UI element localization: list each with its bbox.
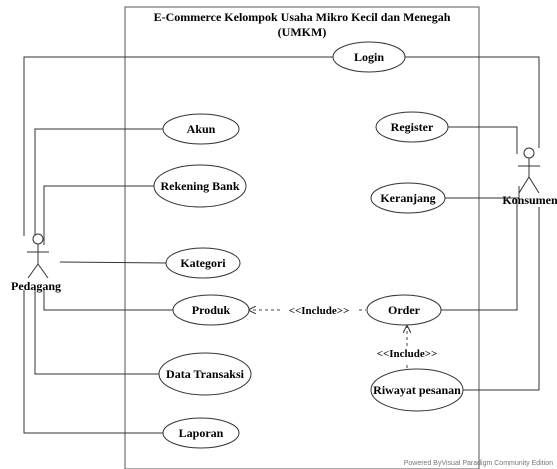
use-case-register[interactable]: Register: [375, 111, 449, 143]
assoc-pedagang-rekening: [43, 185, 154, 245]
use-case-akun-label: Akun: [187, 122, 216, 136]
assoc-pedagang-akun: [34, 128, 163, 241]
assoc-konsumen-keranjang: [445, 186, 520, 199]
use-case-rekening-bank[interactable]: Rekening Bank: [153, 164, 247, 208]
assoc-konsumen-register: [448, 126, 518, 154]
actor-pedagang-head-icon: [32, 233, 44, 245]
system-boundary: [124, 6, 480, 469]
use-case-akun[interactable]: Akun: [162, 113, 240, 145]
use-case-login-label: Login: [354, 50, 384, 64]
actor-konsumen[interactable]: [518, 147, 540, 194]
use-case-order[interactable]: Order: [366, 294, 442, 326]
assoc-pedagang-login: [23, 56, 333, 236]
assoc-konsumen-order: [441, 199, 518, 311]
use-case-kategori[interactable]: Kategori: [165, 247, 241, 279]
include-label-order-produk: <<Include>>: [289, 305, 350, 317]
use-case-keranjang-label: Keranjang: [380, 191, 435, 205]
assoc-pedagang-transaksi: [34, 289, 159, 375]
actor-pedagang[interactable]: [27, 233, 49, 279]
use-case-riwayat-pesanan[interactable]: Riwayat pesanan: [370, 368, 464, 412]
use-case-laporan-label: Laporan: [179, 426, 224, 440]
include-label-riwayat-order: <<Include>>: [377, 348, 438, 360]
system-title: E-Commerce Kelompok Usaha Mikro Kecil da…: [154, 10, 451, 24]
use-case-order-label: Order: [388, 303, 421, 317]
actor-konsumen-head-icon: [523, 147, 535, 159]
use-case-rekening-bank-label: Rekening Bank: [160, 179, 239, 193]
konsumen-associations: [405, 56, 540, 391]
use-case-produk-label: Produk: [192, 303, 231, 317]
use-case-kategori-label: Kategori: [180, 256, 226, 270]
assoc-konsumen-login: [405, 56, 540, 148]
assoc-pedagang-laporan: [23, 290, 163, 434]
use-case-keranjang[interactable]: Keranjang: [370, 182, 446, 214]
actor-pedagang-label: Pedagang: [11, 279, 61, 293]
use-case-data-transaksi-label: Data Transaksi: [166, 367, 245, 381]
assoc-pedagang-kategori: [59, 261, 167, 264]
assoc-konsumen-riwayat: [463, 207, 540, 391]
use-case-riwayat-pesanan-label: Riwayat pesanan: [373, 383, 461, 397]
use-case-data-transaksi[interactable]: Data Transaksi: [158, 352, 252, 396]
footer-watermark: Powered ByVisual Paradigm Community Edit…: [404, 460, 553, 467]
system-subtitle: (UMKM): [278, 25, 327, 39]
pedagang-associations: [23, 56, 333, 434]
use-case-laporan[interactable]: Laporan: [162, 417, 240, 449]
use-case-login[interactable]: Login: [332, 41, 406, 73]
use-case-produk[interactable]: Produk: [172, 294, 250, 326]
use-case-register-label: Register: [391, 120, 434, 134]
actor-konsumen-label: Konsumen: [502, 193, 557, 207]
assoc-pedagang-produk: [43, 288, 173, 311]
